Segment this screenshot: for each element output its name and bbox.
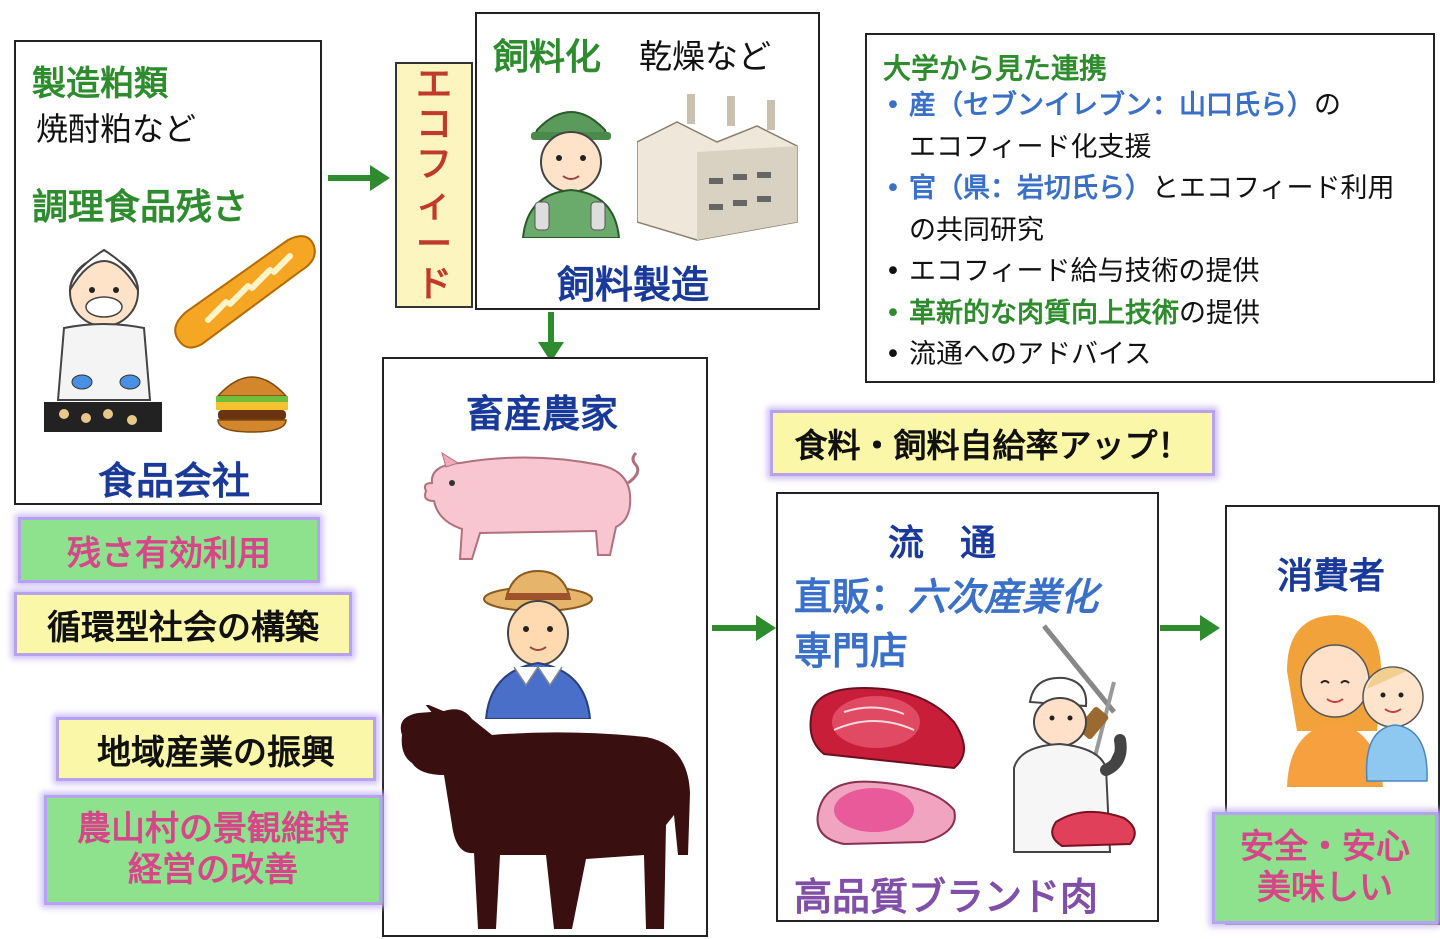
safety-line1: 安全・安心 <box>1240 827 1410 868</box>
university-item-2-rest: とエコフィード利用 <box>1152 173 1395 204</box>
university-item-2: 官（県：岩切氏ら）とエコフィード利用 <box>881 168 1394 210</box>
university-title: 大学から見た連携 <box>883 52 1108 85</box>
distribution-direct-prefix: 直販： <box>794 575 909 619</box>
food-company-box: 製造粕類 焼酎粕など 調理食品残さ 食品会社 <box>14 40 322 505</box>
ecofeed-char-4: ィ <box>415 184 452 225</box>
university-item-3-rest: エコフィード給与技術の提供 <box>909 256 1260 287</box>
ecofeed-label: エ コ フ ィ ー ド <box>395 62 473 308</box>
factory-icon <box>637 94 798 241</box>
feed-manufacturing-box: 飼料化 乾燥など 飼料製造 <box>475 12 820 310</box>
arrow-distribution-to-consumer <box>1160 615 1220 641</box>
landscape-line1: 農山村の景観維持 <box>77 809 349 850</box>
consumer-title: 消費者 <box>1277 556 1386 597</box>
distribution-specialty: 専門店 <box>794 629 909 673</box>
university-item-1-lead: 産（セブンイレブン：山口氏ら） <box>909 90 1314 121</box>
distribution-direct: 直販：六次産業化 <box>794 566 1098 621</box>
distribution-box: 流 通 直販：六次産業化 専門店 高品質ブランド肉 <box>776 492 1159 922</box>
waste-use-tag: 残さ有効利用 <box>18 517 320 583</box>
cow-icon <box>400 705 690 929</box>
university-item-4-lead: 革新的な肉質向上技術 <box>909 297 1179 329</box>
arrow-feed-to-farmer <box>538 312 564 362</box>
distribution-brand: 高品質ブランド肉 <box>794 875 1099 919</box>
feed-heading-black: 乾燥など <box>639 37 771 76</box>
farmer-title: 畜産農家 <box>466 392 619 436</box>
farmer-icon <box>483 569 593 719</box>
distribution-direct-italic: 六次産業化 <box>908 575 1099 619</box>
university-item-1: 産（セブンイレブン：山口氏ら）の <box>881 85 1394 127</box>
landscape-tag: 農山村の景観維持 経営の改善 <box>44 795 382 905</box>
ecofeed-char-1: エ <box>415 64 452 105</box>
recycling-society-tag: 循環型社会の構築 <box>14 592 352 656</box>
safety-tag: 安全・安心 美味しい <box>1212 812 1438 924</box>
university-item-2-cont: の共同研究 <box>909 214 1044 246</box>
bread-icon <box>174 235 316 349</box>
safety-line2: 美味しい <box>1257 868 1393 908</box>
ecofeed-char-5: ー <box>415 224 452 265</box>
university-item-5-rest: 流通へのアドバイス <box>909 339 1152 370</box>
meat-icon <box>809 686 965 846</box>
arrow-food-to-ecofeed <box>328 165 390 191</box>
food-worker-icon <box>44 248 162 432</box>
university-box: 大学から見た連携 産（セブンイレブン：山口氏ら）の エコフィード化支援 官（県：… <box>865 33 1435 383</box>
arrow-farmer-to-distribution <box>712 615 776 641</box>
university-item-1-rest: の <box>1314 90 1341 121</box>
ecofeed-char-2: コ <box>415 104 452 145</box>
university-item-5: 流通へのアドバイス <box>881 334 1394 376</box>
university-item-4-rest: の提供 <box>1179 297 1260 329</box>
butcher-icon <box>1013 624 1136 853</box>
food-company-line1: 製造粕類 <box>32 64 168 104</box>
feed-heading-green: 飼料化 <box>493 37 602 78</box>
university-item-4: 革新的な肉質向上技術の提供 <box>881 293 1394 335</box>
self-sufficiency-tag: 食料・飼料自給率アップ！ <box>770 410 1215 476</box>
feed-worker-icon <box>521 111 621 238</box>
food-company-line3: 調理食品残さ <box>32 187 249 228</box>
distribution-title: 流 通 <box>888 523 997 564</box>
hamburger-icon <box>216 376 288 433</box>
mother-baby-icon <box>1287 615 1428 787</box>
ecofeed-char-6: ド <box>415 264 452 305</box>
waste-use-text: 残さ有効利用 <box>67 533 271 574</box>
university-list: 産（セブンイレブン：山口氏ら）の エコフィード化支援 官（県：岩切氏ら）とエコフ… <box>881 85 1394 376</box>
university-item-1-cont: エコフィード化支援 <box>909 131 1152 163</box>
farmer-box: 畜産農家 <box>382 357 708 937</box>
landscape-line2: 経営の改善 <box>128 850 298 890</box>
food-company-line2: 焼酎粕など <box>36 110 197 148</box>
feed-manufacturing-title: 飼料製造 <box>557 263 710 307</box>
pig-icon <box>423 451 640 560</box>
university-item-2-lead: 官（県：岩切氏ら） <box>909 173 1152 204</box>
university-item-3: エコフィード給与技術の提供 <box>881 251 1394 293</box>
ecofeed-char-3: フ <box>415 144 452 185</box>
regional-industry-tag: 地域産業の振興 <box>56 717 376 781</box>
food-company-title: 食品会社 <box>98 459 251 503</box>
